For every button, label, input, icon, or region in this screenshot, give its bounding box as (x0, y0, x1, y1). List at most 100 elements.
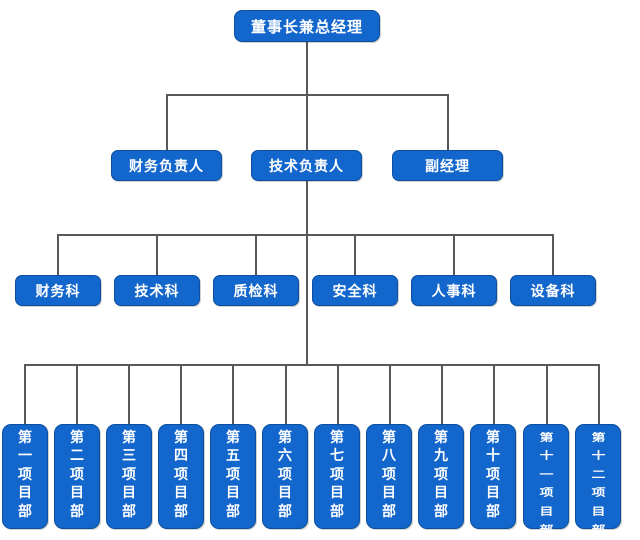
connector-level4-drop-3 (128, 364, 130, 424)
node-equipment-dept[interactable]: 设备科 (510, 275, 596, 306)
node-project-dept-8-label: 第八项目部 (367, 429, 411, 521)
node-project-dept-5[interactable]: 第五项目部 (210, 424, 256, 529)
node-project-dept-7-label: 第七项目部 (315, 429, 359, 521)
node-project-dept-11-label: 第十一项目部 (524, 429, 568, 540)
node-technical-director[interactable]: 技术负责人 (251, 150, 362, 181)
vertical-char: 目 (539, 506, 554, 518)
node-project-dept-5-label: 第五项目部 (211, 429, 255, 521)
vertical-char: 第 (18, 430, 32, 446)
vertical-char: 目 (382, 485, 396, 502)
vertical-char: 部 (330, 503, 344, 520)
vertical-char: 第 (434, 430, 448, 446)
vertical-char: 第 (174, 430, 188, 446)
node-project-dept-11[interactable]: 第十一项目部 (523, 424, 569, 536)
vertical-char: 部 (70, 503, 84, 520)
connector-level3-drop-2 (156, 234, 158, 275)
vertical-char: 二 (591, 469, 606, 481)
vertical-char: 一 (18, 448, 32, 465)
node-quality-inspection-dept[interactable]: 质检科 (213, 275, 299, 306)
node-finance-dept[interactable]: 财务科 (15, 275, 101, 306)
connector-level4-drop-5 (232, 364, 234, 424)
connector-level2-drop-1 (166, 94, 168, 150)
node-project-dept-10-label: 第十项目部 (471, 429, 515, 521)
node-project-dept-10[interactable]: 第十项目部 (470, 424, 516, 529)
node-project-dept-3[interactable]: 第三项目部 (106, 424, 152, 529)
vertical-char: 项 (434, 466, 448, 483)
node-project-dept-9[interactable]: 第九项目部 (418, 424, 464, 529)
connector-level2-drop-2 (306, 94, 308, 150)
vertical-char: 项 (226, 466, 240, 483)
vertical-char: 六 (278, 448, 292, 465)
vertical-char: 项 (18, 466, 32, 483)
connector-level4-drop-9 (441, 364, 443, 424)
connector-level4-drop-6 (285, 364, 287, 424)
vertical-char: 二 (70, 448, 84, 465)
vertical-char: 项 (330, 466, 344, 483)
connector-level4-drop-8 (389, 364, 391, 424)
node-technical-dept[interactable]: 技术科 (114, 275, 200, 306)
vertical-char: 一 (539, 469, 554, 481)
vertical-char: 目 (174, 485, 188, 502)
vertical-char: 十 (539, 450, 554, 463)
connector-level3-drop-6 (552, 234, 554, 275)
vertical-char: 项 (70, 466, 84, 483)
vertical-char: 目 (70, 485, 84, 502)
node-deputy-manager[interactable]: 副经理 (392, 150, 503, 181)
vertical-char: 部 (591, 524, 606, 537)
vertical-char: 项 (539, 487, 554, 500)
node-project-dept-2[interactable]: 第二项目部 (54, 424, 100, 529)
vertical-char: 目 (278, 485, 292, 502)
connector-level4-drop-12 (598, 364, 600, 424)
node-chairman-general-manager[interactable]: 董事长兼总经理 (234, 10, 380, 42)
vertical-char: 第 (70, 430, 84, 446)
connector-level3-drop-5 (453, 234, 455, 275)
connector-level3-drop-1 (57, 234, 59, 275)
vertical-char: 目 (18, 485, 32, 502)
node-project-dept-12[interactable]: 第十二项目部 (575, 424, 621, 536)
node-project-dept-1-label: 第一项目部 (3, 429, 47, 521)
node-project-dept-8[interactable]: 第八项目部 (366, 424, 412, 529)
node-project-dept-6-label: 第六项目部 (263, 429, 307, 521)
vertical-char: 第 (278, 430, 292, 446)
vertical-char: 部 (122, 503, 136, 520)
node-finance-director[interactable]: 财务负责人 (111, 150, 222, 181)
vertical-char: 目 (226, 485, 240, 502)
vertical-char: 目 (486, 485, 500, 502)
vertical-char: 部 (434, 503, 448, 520)
connector-level4-drop-4 (180, 364, 182, 424)
node-project-dept-9-label: 第九项目部 (419, 429, 463, 521)
vertical-char: 项 (382, 466, 396, 483)
node-hr-dept[interactable]: 人事科 (411, 275, 497, 306)
node-safety-dept[interactable]: 安全科 (312, 275, 398, 306)
node-project-dept-7[interactable]: 第七项目部 (314, 424, 360, 529)
node-project-dept-4[interactable]: 第四项目部 (158, 424, 204, 529)
connector-level4-drop-1 (24, 364, 26, 424)
vertical-char: 部 (278, 503, 292, 520)
vertical-char: 部 (486, 503, 500, 520)
vertical-char: 部 (382, 503, 396, 520)
connector-level4-drop-2 (76, 364, 78, 424)
vertical-char: 四 (174, 448, 188, 465)
node-project-dept-2-label: 第二项目部 (55, 429, 99, 521)
connector-level4-stem (306, 234, 308, 365)
vertical-char: 五 (226, 448, 240, 465)
vertical-char: 第 (486, 430, 500, 446)
vertical-char: 部 (18, 503, 32, 520)
vertical-char: 目 (591, 506, 606, 518)
node-project-dept-12-label: 第十二项目部 (576, 429, 620, 540)
node-project-dept-3-label: 第三项目部 (107, 429, 151, 521)
vertical-char: 三 (122, 448, 136, 465)
vertical-char: 部 (226, 503, 240, 520)
vertical-char: 部 (174, 503, 188, 520)
node-project-dept-1[interactable]: 第一项目部 (2, 424, 48, 529)
connector-level4-bus (24, 364, 600, 366)
vertical-char: 七 (330, 448, 344, 465)
node-project-dept-6[interactable]: 第六项目部 (262, 424, 308, 529)
vertical-char: 九 (434, 448, 448, 465)
connector-level4-drop-7 (337, 364, 339, 424)
vertical-char: 十 (591, 450, 606, 463)
vertical-char: 第 (226, 430, 240, 446)
connector-level4-drop-11 (546, 364, 548, 424)
vertical-char: 目 (330, 485, 344, 502)
